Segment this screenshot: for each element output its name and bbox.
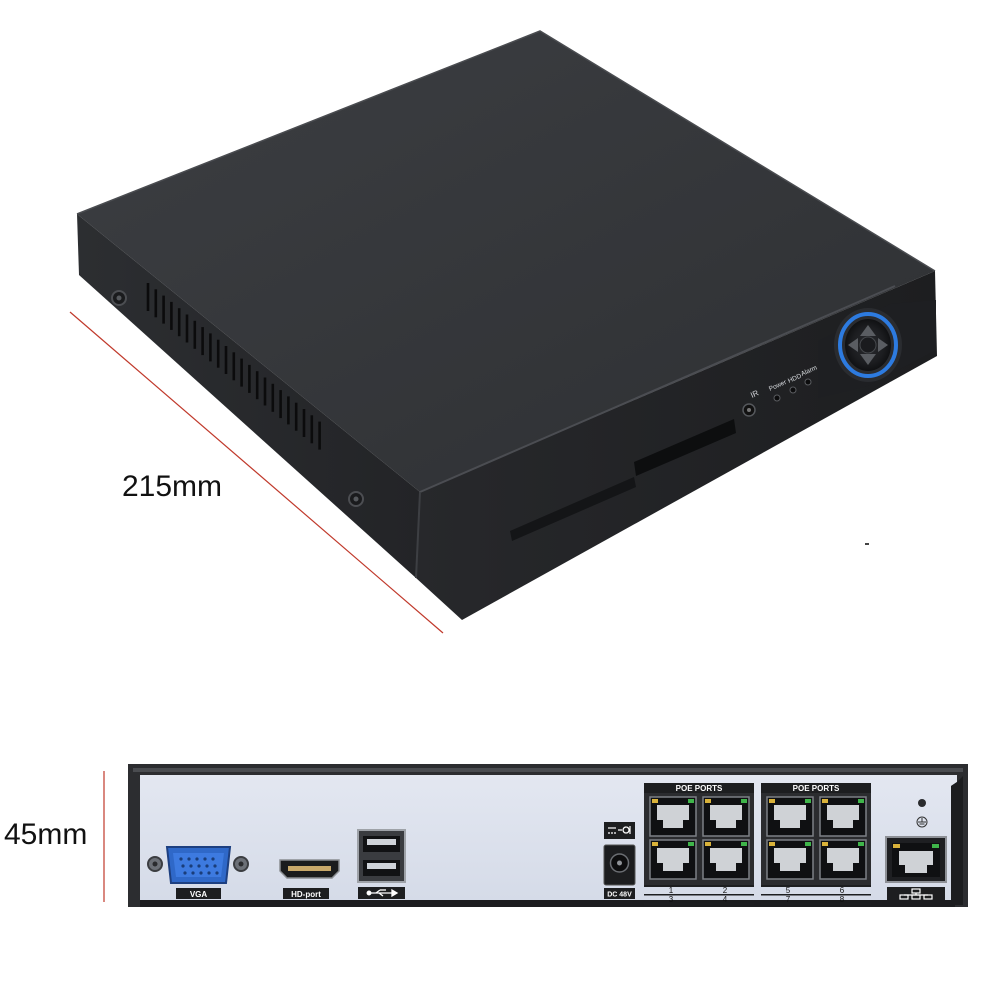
dc-power-jack-icon bbox=[603, 844, 636, 886]
poe-number: 2 bbox=[723, 886, 728, 895]
rj45-port-icon bbox=[649, 796, 697, 837]
nvr-top-face bbox=[77, 31, 935, 492]
poe-header-bar bbox=[644, 783, 754, 793]
rj45-port-icon bbox=[819, 796, 867, 837]
vga-pin bbox=[181, 864, 185, 868]
width-dimension-line bbox=[69, 311, 444, 634]
ir-label: IR bbox=[749, 388, 760, 400]
vga-pin bbox=[199, 871, 203, 875]
navigation-knob-icon[interactable] bbox=[834, 308, 902, 382]
vga-port-icon bbox=[147, 846, 249, 884]
poe-header-bar bbox=[761, 783, 871, 793]
vga-pin bbox=[211, 857, 215, 861]
vga-pin bbox=[183, 871, 187, 875]
vga-pin bbox=[187, 857, 191, 861]
poe-group-2 bbox=[761, 783, 871, 905]
rj45-port-icon bbox=[702, 796, 750, 837]
usb-icon bbox=[366, 888, 399, 898]
poe-title-1: POE PORTS bbox=[676, 784, 723, 793]
vga-pin bbox=[203, 857, 207, 861]
poe-number: 8 bbox=[840, 895, 845, 904]
vga-pin bbox=[179, 857, 183, 861]
ground-icon bbox=[916, 816, 928, 828]
rj45-port-icon bbox=[819, 839, 867, 880]
vga-pin bbox=[197, 864, 201, 868]
power-led-icon bbox=[773, 394, 781, 402]
vga-pin bbox=[205, 864, 209, 868]
dc-polarity-icon bbox=[608, 826, 631, 834]
screw-icon bbox=[348, 491, 364, 507]
vga-pin bbox=[195, 857, 199, 861]
hdd-led-icon bbox=[789, 386, 797, 394]
vga-pin bbox=[189, 864, 193, 868]
dc-power-label: DC 48V bbox=[607, 892, 632, 899]
height-dimension-label: 45mm bbox=[4, 818, 88, 851]
screw-icon bbox=[111, 290, 127, 306]
vga-pin bbox=[215, 871, 219, 875]
poe-number: 4 bbox=[723, 895, 728, 904]
rj45-port-icon bbox=[766, 796, 814, 837]
rj45-port-icon bbox=[702, 839, 750, 880]
poe-number: 3 bbox=[669, 895, 674, 904]
poe-number: 5 bbox=[786, 886, 791, 895]
vga-pin bbox=[207, 871, 211, 875]
poe-number: 1 bbox=[669, 886, 674, 895]
front-slot bbox=[634, 419, 736, 476]
alarm-led-icon bbox=[804, 378, 812, 386]
ground-screw-icon bbox=[918, 799, 926, 807]
hdmi-label: HD-port bbox=[291, 890, 321, 899]
width-dimension-label: 215mm bbox=[122, 470, 223, 503]
rear-panel: VGA HD-port bbox=[128, 764, 968, 907]
lan-port-icon bbox=[885, 836, 947, 883]
poe-number: 7 bbox=[786, 895, 791, 904]
network-icon bbox=[899, 888, 933, 900]
rj45-port-icon bbox=[649, 839, 697, 880]
rj45-port-icon bbox=[766, 839, 814, 880]
nvr-device: IR Power HDD Alarm bbox=[76, 30, 937, 620]
hdmi-port-icon bbox=[279, 859, 340, 879]
ir-sensor-icon bbox=[742, 403, 756, 417]
poe-title-2: POE PORTS bbox=[793, 784, 840, 793]
front-slot bbox=[510, 477, 636, 541]
usb-port-icon bbox=[357, 829, 406, 883]
poe-number: 6 bbox=[840, 886, 845, 895]
poe-group-1 bbox=[644, 783, 754, 905]
vga-label: VGA bbox=[190, 890, 208, 899]
vga-pin bbox=[191, 871, 195, 875]
vga-pin bbox=[213, 864, 217, 868]
side-vents bbox=[146, 283, 321, 450]
